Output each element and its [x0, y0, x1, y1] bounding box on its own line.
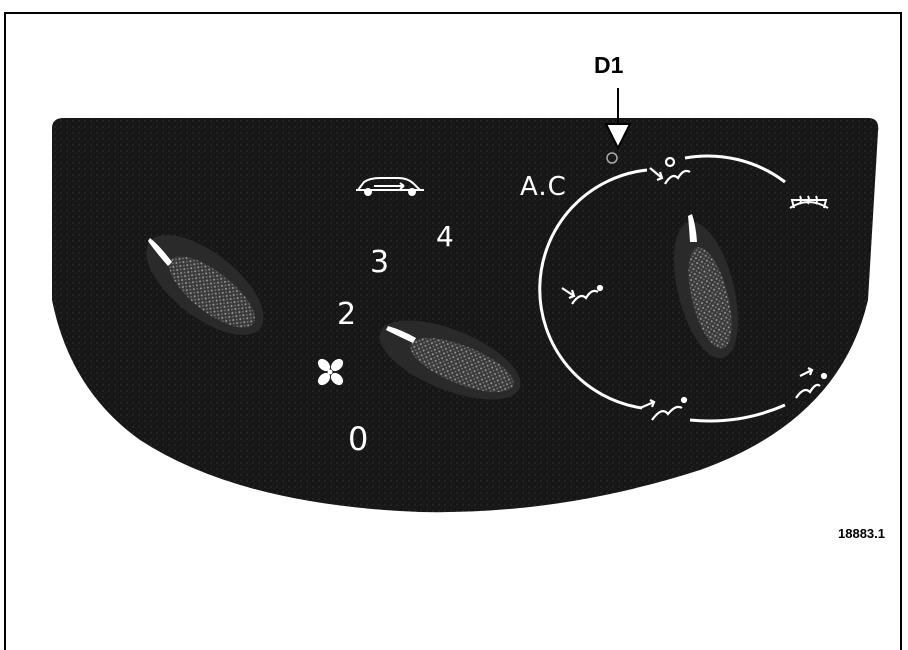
panel-body — [52, 118, 879, 513]
vent-feet-icon — [561, 284, 604, 305]
callout-arrow — [604, 88, 632, 151]
fan-icon — [317, 358, 344, 386]
fan-speed-4-label: 4 — [436, 220, 454, 253]
fan-speed-knob-pointer — [386, 326, 416, 343]
fan-speed-2-label: 2 — [337, 297, 357, 332]
fan-speed-0-label: 0 — [348, 420, 369, 458]
temperature-knob-pointer — [148, 238, 172, 266]
car-recirculation-icon — [356, 177, 424, 196]
windscreen-demist-icon — [789, 195, 829, 209]
fan-speed-knob[interactable] — [369, 304, 531, 416]
vent-windscreen-icon — [795, 367, 828, 399]
distribution-scale-ring — [538, 154, 786, 423]
temperature-knob[interactable] — [130, 217, 280, 354]
ac-label: A.C — [520, 172, 567, 202]
air-distribution-knob-pointer — [688, 214, 697, 242]
figure-reference-number: 18883.1 — [838, 526, 885, 541]
vent-face-feet-icon — [649, 156, 691, 185]
figure-frame — [4, 12, 902, 650]
vent-feet-windscreen-icon — [639, 396, 688, 421]
callout-label-d1: D1 — [594, 52, 624, 78]
fan-speed-3-label: 3 — [370, 245, 390, 280]
air-distribution-knob[interactable] — [662, 214, 750, 365]
ac-indicator-light — [606, 152, 618, 164]
